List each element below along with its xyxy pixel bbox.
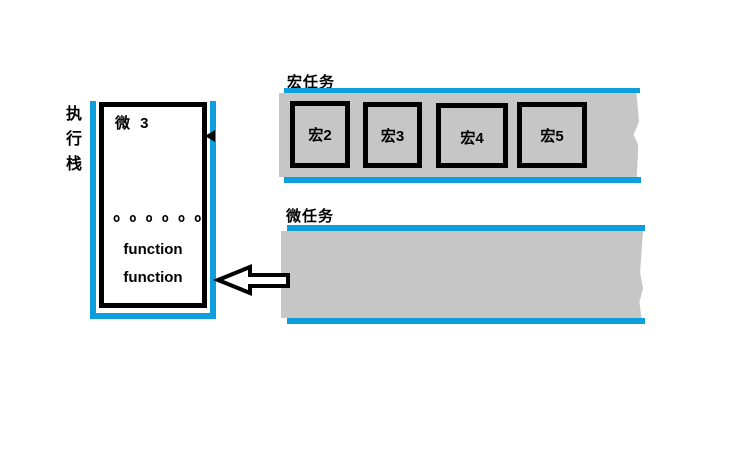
macro-queue-label: 宏任务	[287, 74, 336, 91]
stack-item-function: function	[123, 241, 183, 258]
micro-queue-band	[281, 231, 643, 318]
dequeue-left-arrow-icon	[212, 264, 290, 296]
macro-task-box: 宏4	[436, 103, 508, 168]
micro-queue-bottom-line	[287, 318, 645, 324]
macro-queue-bottom-line	[284, 177, 641, 183]
macro-queue-top-line	[284, 88, 640, 93]
execution-stack-container	[90, 101, 216, 319]
micro-queue-top-line	[287, 225, 645, 231]
macro-task-box: 宏2	[290, 101, 350, 168]
stack-item-function: function	[123, 269, 183, 286]
stack-top-item: 微 3	[115, 115, 152, 132]
execution-stack-label: 执 行 栈	[65, 106, 82, 173]
macro-task-box: 宏5	[517, 102, 587, 168]
ellipsis-dots: oooooo	[113, 211, 211, 225]
macro-task-box: 宏3	[363, 102, 422, 168]
micro-queue-label: 微任务	[286, 208, 335, 225]
execution-stack-box: 微 3 oooooo function function	[99, 102, 207, 308]
